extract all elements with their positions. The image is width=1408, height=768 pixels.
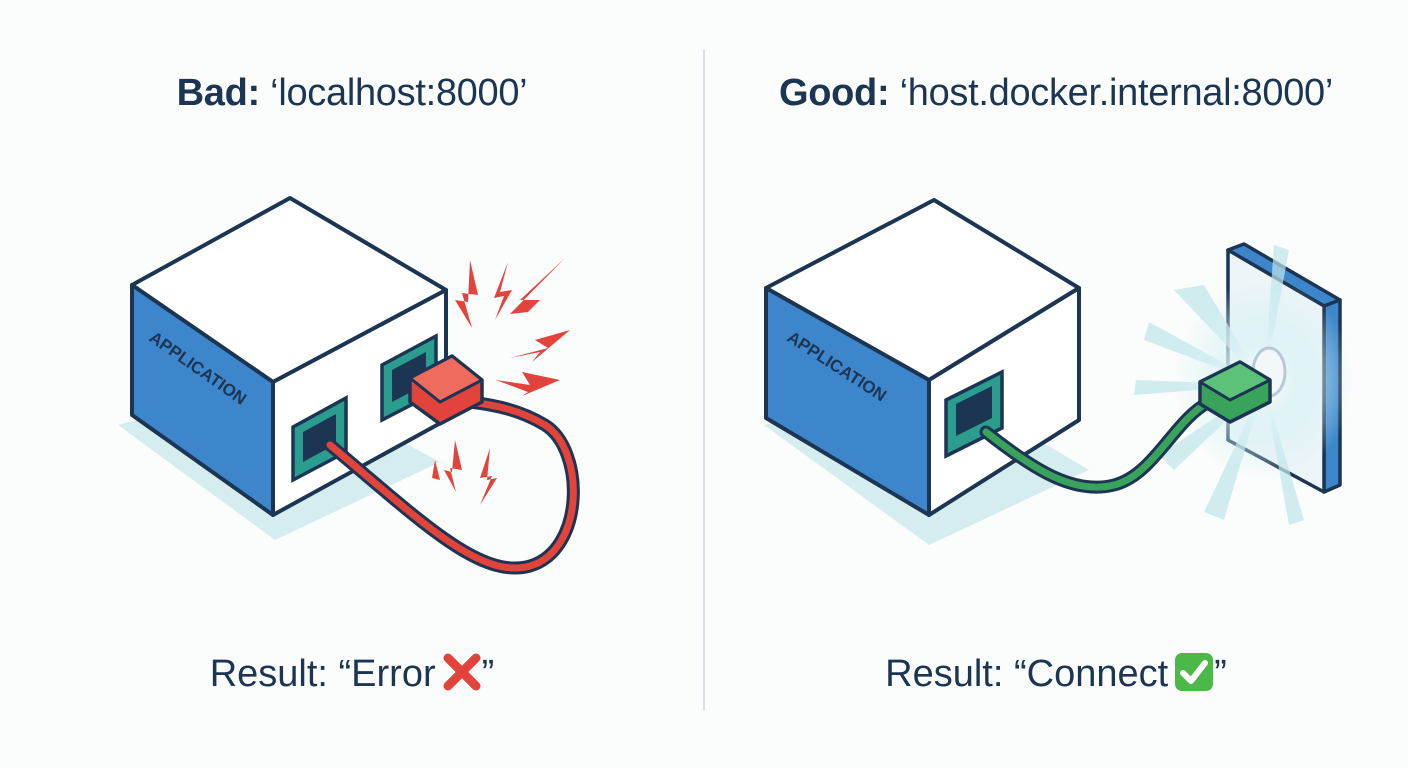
good-heading: Good: ‘host.docker.internal:8000’ (704, 72, 1408, 115)
good-box-front (927, 286, 1081, 517)
good-result-quote: ” (1214, 653, 1227, 695)
bad-illustration: APPLICATION (118, 196, 580, 575)
red-x-icon (442, 652, 482, 702)
good-illustration: APPLICATION (764, 198, 1354, 545)
bad-result: Result: “Error ” (0, 652, 704, 702)
good-heading-key: Good: (778, 72, 890, 114)
green-check-icon (1174, 652, 1214, 702)
spark-icon (432, 258, 570, 505)
good-heading-value: ‘host.docker.internal:8000’ (899, 72, 1334, 114)
panel-divider (703, 50, 705, 710)
good-result-text: Result: “Connect (885, 653, 1169, 695)
bad-result-quote: ” (481, 653, 495, 695)
bad-heading: Bad: ‘localhost:8000’ (0, 72, 704, 115)
bad-heading-key: Bad: (176, 72, 261, 114)
good-result: Result: “Connect ” (704, 652, 1408, 702)
bad-result-text: Result: “Error (209, 653, 436, 695)
bad-panel: Bad: ‘localhost:8000’ APPLICATION (0, 72, 704, 702)
good-panel: Good: ‘host.docker.internal:8000’ (704, 0, 1408, 768)
bad-heading-value: ‘localhost:8000’ (270, 72, 528, 114)
